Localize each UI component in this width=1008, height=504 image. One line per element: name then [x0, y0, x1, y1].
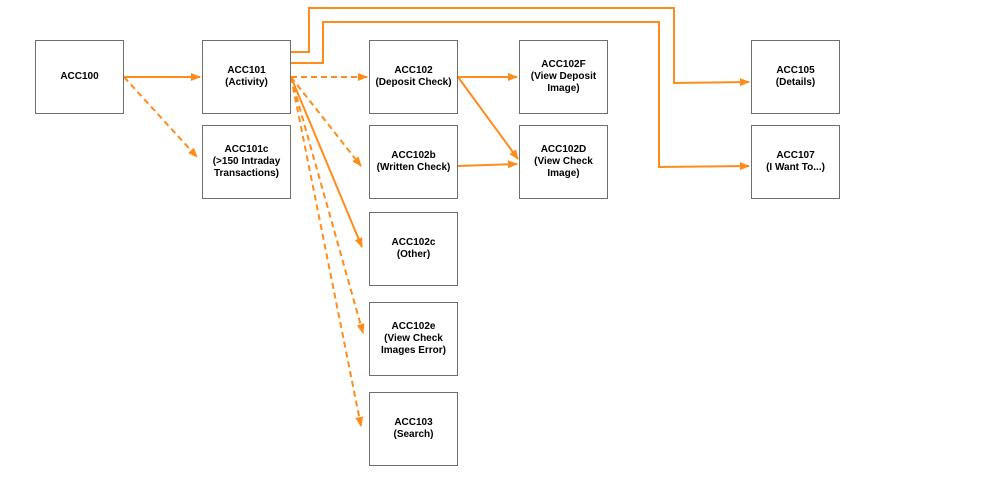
node-acc107: ACC107 (I Want To...): [751, 125, 840, 199]
node-acc101: ACC101 (Activity): [202, 40, 291, 114]
edge-acc102-to-acc102d: [457, 76, 519, 160]
node-acc107-line-1: ACC107: [776, 150, 815, 161]
edge-acc100-to-acc101c: [123, 76, 198, 158]
node-acc102d-line-3: Image): [547, 168, 580, 179]
node-acc102c-text: ACC102c (Other): [392, 237, 436, 261]
node-acc102c-line-1: ACC102c: [391, 237, 436, 248]
node-acc105-text: ACC105 (Details): [776, 65, 815, 89]
node-acc102d-text: ACC102D (View Check Image): [534, 144, 593, 180]
node-acc102-text: ACC102 (Deposit Check): [375, 65, 451, 89]
node-acc101c: ACC101c (>150 Intraday Transactions): [202, 125, 291, 199]
node-acc102d-line-2: (View Check: [534, 156, 593, 167]
node-acc102: ACC102 (Deposit Check): [369, 40, 458, 114]
node-acc100-line-1: ACC100: [60, 71, 99, 82]
node-acc101c-line-3: Transactions): [213, 168, 279, 179]
node-acc102f-line-1: ACC102F: [541, 59, 586, 70]
node-acc101c-text: ACC101c (>150 Intraday Transactions): [213, 144, 281, 180]
node-acc102c-line-2: (Other): [396, 249, 431, 260]
node-acc102b: ACC102b (Written Check): [369, 125, 458, 199]
node-acc103-text: ACC103 (Search): [393, 417, 433, 441]
node-acc105: ACC105 (Details): [751, 40, 840, 114]
node-acc102e-line-3: Images Error): [380, 345, 447, 356]
node-acc103-line-2: (Search): [393, 429, 434, 440]
edge-acc101-to-acc105: [291, 7, 750, 87]
node-acc102f-line-2: (View Deposit: [530, 71, 597, 82]
node-acc101c-line-1: ACC101c: [224, 144, 269, 155]
node-acc102e-text: ACC102e (View Check Images Error): [381, 321, 446, 357]
edge-acc101-to-acc102c: [290, 76, 363, 248]
node-acc100: ACC100: [35, 40, 124, 114]
node-acc101c-line-2: (>150 Intraday: [212, 156, 281, 167]
node-acc107-text: ACC107 (I Want To...): [766, 150, 825, 174]
node-acc102-line-2: (Deposit Check): [375, 77, 452, 88]
edge-acc101-to-acc102e: [290, 76, 365, 334]
node-acc102b-line-1: ACC102b: [391, 150, 436, 161]
node-acc100-text: ACC100: [60, 71, 98, 83]
node-acc105-line-1: ACC105: [776, 65, 815, 76]
node-acc103-line-1: ACC103: [394, 417, 433, 428]
node-acc102b-line-2: (Written Check): [376, 162, 451, 173]
node-acc102d-line-1: ACC102D: [540, 144, 587, 155]
edge-acc101-to-acc103: [290, 76, 364, 427]
edge-acc102b-to-acc102d: [457, 160, 518, 169]
node-acc101-text: ACC101 (Activity): [225, 65, 268, 89]
node-acc103: ACC103 (Search): [369, 392, 458, 466]
node-acc102f-text: ACC102F (View Deposit Image): [531, 59, 596, 95]
edge-acc101-to-acc107: [291, 21, 750, 171]
node-acc101-line-1: ACC101: [227, 65, 266, 76]
node-acc102f: ACC102F (View Deposit Image): [519, 40, 608, 114]
node-acc102d: ACC102D (View Check Image): [519, 125, 608, 199]
node-acc102e: ACC102e (View Check Images Error): [369, 302, 458, 376]
node-acc101-line-2: (Activity): [225, 77, 268, 88]
node-acc102-line-1: ACC102: [394, 65, 433, 76]
edge-acc101-to-acc102b: [290, 76, 362, 167]
node-acc102e-line-1: ACC102e: [391, 321, 436, 332]
node-acc105-line-2: (Details): [775, 77, 816, 88]
node-acc102c: ACC102c (Other): [369, 212, 458, 286]
node-acc102e-line-2: (View Check: [384, 333, 443, 344]
node-acc107-line-2: (I Want To...): [766, 162, 825, 173]
node-acc102f-line-3: Image): [547, 83, 580, 94]
node-acc102b-text: ACC102b (Written Check): [377, 150, 451, 174]
